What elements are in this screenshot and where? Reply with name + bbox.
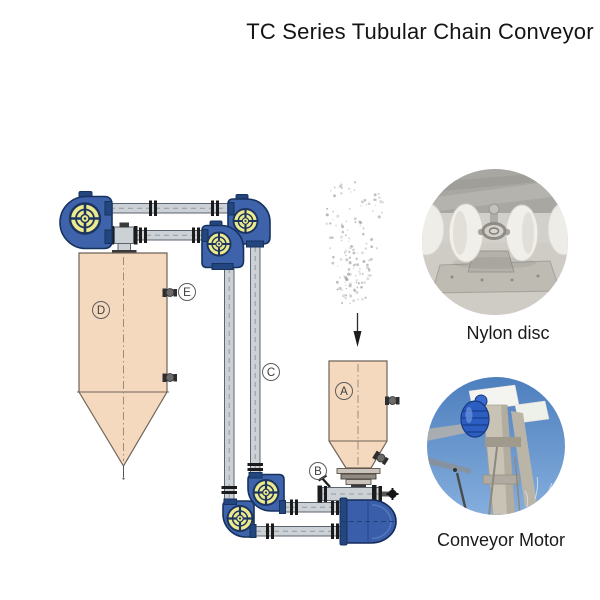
- discharge-pipe-lower: [255, 523, 343, 539]
- right-vertical-pipe: [247, 246, 263, 476]
- side-fitting: [385, 396, 400, 405]
- discharge-pipe-upper: [283, 499, 345, 515]
- label-storage-hopper: D: [92, 301, 110, 319]
- top-pipe: [109, 200, 231, 216]
- label-feed-hopper: A: [335, 382, 353, 400]
- left-vertical-pipe: [221, 267, 237, 503]
- conveyor-motor-photo: [427, 377, 565, 515]
- label-rotary-valve: B: [309, 462, 327, 480]
- cone-fitting: [372, 450, 389, 466]
- material-spray: [325, 181, 384, 305]
- feed-arrow: [353, 313, 362, 347]
- handwheel: [386, 488, 399, 500]
- label-side-fitting: E: [178, 283, 196, 301]
- page-title: TC Series Tubular Chain Conveyor: [246, 19, 594, 44]
- label-vertical-pipe: C: [262, 363, 280, 381]
- nylon-disc-illustration: [422, 169, 568, 315]
- side-fitting-lower: [162, 373, 177, 382]
- side-fitting-upper: [162, 288, 177, 297]
- lower-feed-pipe: [109, 222, 205, 255]
- nylon-disc-caption: Nylon disc: [466, 323, 550, 343]
- blue-motor: [460, 394, 490, 438]
- corner-wheel-bottom-left: [222, 498, 257, 538]
- corner-wheel-bottom-right: [247, 472, 286, 514]
- conveyor-motor-caption: Conveyor Motor: [436, 530, 566, 550]
- storage-hopper: [77, 252, 177, 480]
- drive-motor: [339, 497, 397, 546]
- tee-junction: [110, 222, 138, 255]
- corner-wheel-top-left: [59, 191, 113, 250]
- conveyor-motor-illustration: [427, 377, 565, 515]
- feed-hopper: [328, 360, 400, 485]
- nylon-disc-photo: [422, 169, 568, 315]
- corner-wheel-mid: [201, 220, 245, 270]
